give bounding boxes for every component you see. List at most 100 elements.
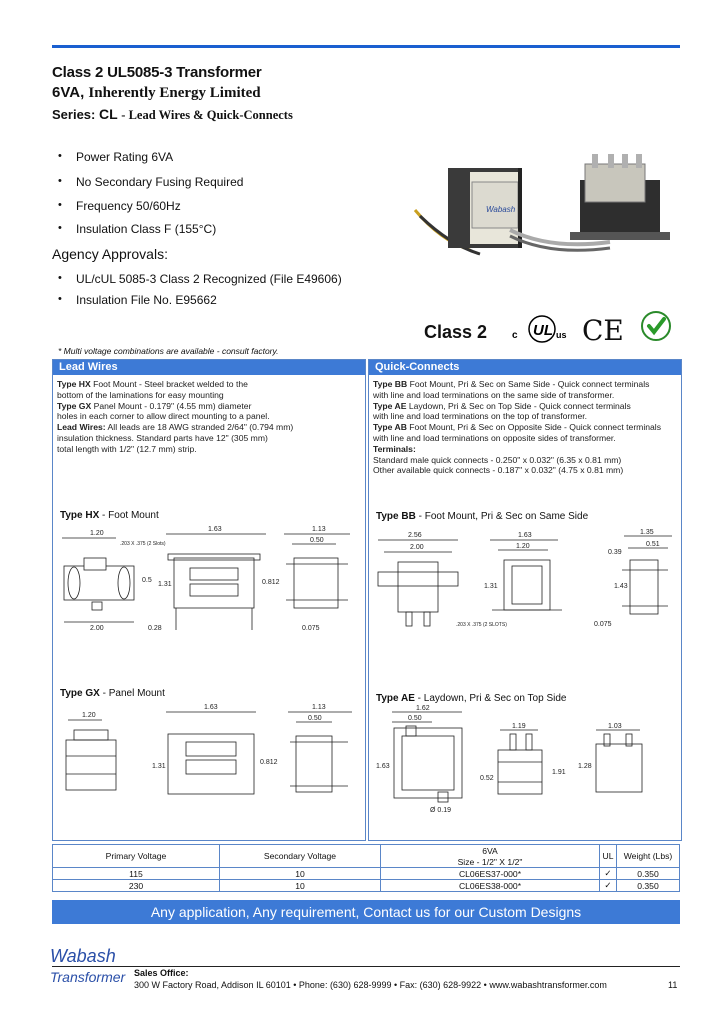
table-row: 230 10 CL06ES38-000* ✓ 0.350 — [52, 879, 680, 892]
page-number: 11 — [668, 980, 678, 990]
svg-text:1.13: 1.13 — [312, 704, 326, 711]
lead-wires-text: Type HX Foot Mount - Steel bracket welde… — [53, 375, 365, 455]
agency-item: UL/cUL 5085-3 Class 2 Recognized (File E… — [58, 272, 342, 286]
svg-text:1.20: 1.20 — [90, 530, 104, 537]
svg-text:1.31: 1.31 — [158, 581, 172, 588]
text-line: Type AB Foot Mount, Pri & Sec on Opposit… — [373, 422, 662, 433]
text-line: Standard male quick connects - 0.250" x … — [373, 454, 622, 465]
gx-diagram-title: Type GX - Panel Mount — [60, 688, 165, 699]
text-line: Other available quick connects - 0.187" … — [373, 465, 624, 476]
col-weight: Weight (Lbs) — [616, 844, 680, 868]
text-line: Type GX Panel Mount - 0.179" (4.55 mm) d… — [57, 400, 252, 411]
ul-logo-icon: c UL us — [512, 315, 567, 343]
svg-text:.203 X .375 (2 SLOTS): .203 X .375 (2 SLOTS) — [456, 622, 507, 628]
feature-item: Power Rating 6VA — [58, 150, 173, 164]
svg-text:1.63: 1.63 — [518, 532, 532, 539]
product-photo: Wabash — [413, 154, 670, 256]
table-row: 115 10 CL06ES37-000* ✓ 0.350 — [52, 867, 680, 880]
svg-text:2.56: 2.56 — [408, 532, 422, 539]
series-code: CL — [99, 106, 118, 122]
svg-text:0.075: 0.075 — [302, 625, 320, 632]
text-line: bottom of the laminations for easy mount… — [57, 389, 224, 400]
svg-text:Transformer: Transformer — [50, 969, 127, 985]
series-line: Series: CL - Lead Wires & Quick-Connects — [52, 106, 293, 123]
svg-text:1.31: 1.31 — [484, 583, 498, 590]
svg-text:0.50: 0.50 — [308, 715, 322, 722]
bb-dimension-drawing: 2.56 2.00 1.63 1.20 1.31 .203 X .375 (2 … — [377, 529, 672, 628]
svg-text:1.31: 1.31 — [152, 763, 166, 770]
svg-text:Ø 0.19: Ø 0.19 — [430, 807, 451, 814]
svg-text:1.63: 1.63 — [376, 763, 390, 770]
svg-text:0.50: 0.50 — [408, 715, 422, 722]
svg-text:1.20: 1.20 — [516, 543, 530, 550]
svg-text:1.63: 1.63 — [208, 526, 222, 533]
hx-dimension-drawing: 1.20 2.00 0.5 0.28 .203 X .375 (2 Slots)… — [62, 526, 350, 632]
text-line: with line and load terminations on the s… — [373, 389, 615, 400]
sales-office-label: Sales Office: — [134, 968, 189, 978]
ae-diagram-title: Type AE - Laydown, Pri & Sec on Top Side — [376, 693, 567, 704]
footnote: * Multi voltage combinations are availab… — [58, 346, 279, 356]
svg-text:0.52: 0.52 — [480, 775, 494, 782]
check-badge-icon — [641, 311, 671, 341]
cell-part-number: CL06ES37-000* — [380, 867, 600, 880]
svg-text:2.00: 2.00 — [410, 544, 424, 551]
svg-text:UL: UL — [533, 322, 553, 339]
sales-office-address: 300 W Factory Road, Addison IL 60101 • P… — [134, 980, 607, 990]
rating: 6VA, — [52, 84, 85, 101]
svg-text:.203 X .375 (2 Slots): .203 X .375 (2 Slots) — [120, 541, 166, 547]
quick-connects-heading: Quick-Connects — [369, 360, 681, 375]
footer-rule — [52, 966, 680, 967]
lead-wires-panel: Lead Wires Type HX Foot Mount - Steel br… — [52, 359, 366, 841]
svg-text:Wabash: Wabash — [486, 205, 516, 214]
svg-text:0.5: 0.5 — [142, 577, 152, 584]
text-line: Type AE Laydown, Pri & Sec on Top Side -… — [373, 400, 631, 411]
svg-text:1.13: 1.13 — [312, 526, 326, 533]
svg-text:0.50: 0.50 — [310, 537, 324, 544]
svg-text:1.20: 1.20 — [82, 712, 96, 719]
text-line: total length with 1/2" (12.7 mm) strip. — [57, 443, 197, 454]
cell-ul: ✓ — [599, 879, 617, 892]
col-6va: 6VA — [380, 844, 600, 856]
svg-text:1.28: 1.28 — [578, 763, 592, 770]
svg-text:0.812: 0.812 — [260, 759, 278, 766]
svg-text:2.00: 2.00 — [90, 625, 104, 632]
text-line: with line and load terminations on oppos… — [373, 432, 616, 443]
agency-heading: Agency Approvals: — [52, 246, 168, 262]
top-rule — [52, 45, 680, 48]
text-line: Type HX Foot Mount - Steel bracket welde… — [57, 379, 248, 389]
ae-dimension-drawing: 1.62 0.50 1.63 Ø 0.19 1.19 0.52 1.91 1.0… — [376, 705, 643, 814]
svg-text:0.39: 0.39 — [608, 549, 622, 556]
subtitle: 6VA, Inherently Energy Limited — [52, 84, 261, 102]
series-desc: - Lead Wires & Quick-Connects — [121, 108, 293, 122]
text-line: Terminals: — [373, 443, 416, 454]
feature-item: Frequency 50/60Hz — [58, 199, 181, 213]
col-size: Size - 1/2" X 1/2" — [380, 856, 600, 868]
feature-item: Insulation Class F (155°C) — [58, 222, 216, 236]
gx-dimension-drawing: 1.20 1.63 1.31 1.13 0.50 0.812 — [65, 704, 352, 795]
cell-ul: ✓ — [599, 867, 617, 880]
svg-text:1.62: 1.62 — [416, 705, 430, 712]
cell-secondary: 10 — [219, 879, 381, 892]
agency-item: Insulation File No. E95662 — [58, 293, 217, 307]
cell-secondary: 10 — [219, 867, 381, 880]
class2-label: Class 2 — [424, 322, 488, 342]
svg-text:1.19: 1.19 — [512, 723, 526, 730]
hx-diagram-title: Type HX - Foot Mount — [60, 510, 159, 521]
wabash-logo-icon: Wabash Transformer — [50, 946, 127, 985]
col-secondary-voltage: Secondary Voltage — [219, 844, 381, 868]
cell-primary: 115 — [52, 867, 220, 880]
svg-text:1.63: 1.63 — [204, 704, 218, 711]
cell-weight: 0.350 — [616, 879, 680, 892]
svg-text:1.03: 1.03 — [608, 723, 622, 730]
quick-connects-panel: Quick-Connects Type BB Foot Mount, Pri &… — [368, 359, 682, 841]
text-line: insulation thickness. Standard parts hav… — [57, 432, 268, 443]
ce-logo-icon: CE — [582, 314, 624, 347]
svg-text:Wabash: Wabash — [50, 946, 116, 966]
svg-text:0.075: 0.075 — [594, 621, 612, 628]
page-title: Class 2 UL5085-3 Transformer — [52, 64, 262, 81]
text-line: Lead Wires: All leads are 18 AWG strande… — [57, 422, 294, 433]
svg-text:0.28: 0.28 — [148, 625, 162, 632]
text-line: with line and load terminations on the t… — [373, 411, 588, 422]
cell-part-number: CL06ES38-000* — [380, 879, 600, 892]
spec-table: Primary Voltage Secondary Voltage 6VA UL… — [52, 844, 680, 892]
